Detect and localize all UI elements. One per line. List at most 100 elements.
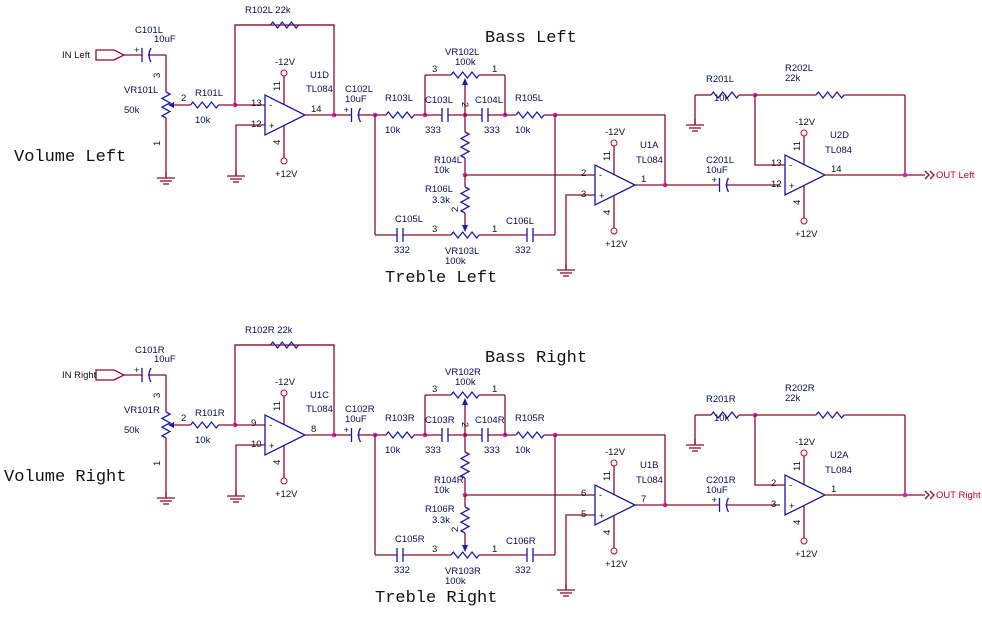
pin-number: 3 bbox=[432, 544, 437, 555]
junction-dot bbox=[902, 172, 908, 178]
minus-sign: - bbox=[269, 100, 272, 111]
pin-number: 4 bbox=[792, 200, 803, 205]
opamp-icon bbox=[784, 473, 827, 517]
c201-val: 10uF bbox=[706, 485, 728, 496]
plus-sign: + bbox=[269, 441, 275, 452]
pin-number: 3 bbox=[581, 189, 586, 200]
rail-terminal bbox=[280, 157, 288, 165]
pin-number: 12 bbox=[251, 119, 262, 130]
rail-neg-label: -12V bbox=[605, 127, 626, 138]
capacitor-icon bbox=[357, 427, 362, 443]
r102-ref: R102R 22k bbox=[245, 325, 293, 336]
capacitor-icon bbox=[725, 497, 730, 513]
rail-pos-label: +12V bbox=[605, 559, 628, 570]
plus-sign: + bbox=[712, 495, 718, 506]
resistor-icon bbox=[710, 410, 740, 420]
r201-ref: R201L bbox=[706, 74, 734, 85]
c201-val: 10uF bbox=[706, 165, 728, 176]
resistor-icon bbox=[515, 430, 545, 440]
vr103-val: 100k bbox=[445, 576, 466, 587]
c104-ref: C104R bbox=[475, 415, 505, 426]
vr103-val: 100k bbox=[445, 256, 466, 267]
r103-val: 10k bbox=[385, 445, 401, 456]
plus-sign: + bbox=[134, 365, 140, 376]
rail-terminal bbox=[800, 217, 808, 225]
u2-ref: U2A bbox=[830, 450, 849, 461]
r106-val: 3.3k bbox=[432, 195, 450, 206]
rail-terminal bbox=[610, 547, 618, 555]
rail-pos-label: +12V bbox=[795, 229, 818, 240]
vr101-ref: VR101L bbox=[124, 85, 158, 96]
minus-sign: - bbox=[789, 160, 792, 171]
rail-terminal bbox=[800, 449, 808, 457]
pin-number: 14 bbox=[311, 104, 322, 115]
input-connector-icon bbox=[95, 369, 126, 381]
junction-dot bbox=[902, 492, 908, 498]
rail-neg-label: -12V bbox=[605, 447, 626, 458]
input-connector-icon bbox=[95, 49, 126, 61]
r104-ref: R104R bbox=[434, 475, 464, 486]
c102-ref: C102L bbox=[345, 84, 373, 95]
resistor-icon bbox=[459, 506, 471, 534]
pin-number: 1 bbox=[492, 544, 497, 555]
c106-val: 332 bbox=[515, 245, 531, 256]
rail-terminal bbox=[610, 227, 618, 235]
rail-terminal bbox=[610, 459, 618, 467]
resistor-icon bbox=[459, 451, 471, 479]
resistor-icon bbox=[189, 420, 220, 430]
c105-ref: C105L bbox=[395, 214, 423, 225]
wire bbox=[754, 415, 785, 486]
wire bbox=[555, 434, 666, 504]
pin-number: 8 bbox=[311, 424, 316, 435]
c103-val: 333 bbox=[425, 445, 441, 456]
vr101-val: 50k bbox=[124, 105, 140, 116]
resistor-icon bbox=[815, 90, 845, 100]
r104-val: 10k bbox=[434, 165, 450, 176]
wiper-arrow-icon bbox=[462, 545, 468, 552]
resistor-icon bbox=[450, 390, 480, 400]
minus-sign: - bbox=[599, 170, 602, 181]
resistor-icon bbox=[515, 110, 545, 120]
plus-sign: + bbox=[789, 501, 795, 512]
r201-ref: R201R bbox=[706, 394, 736, 405]
pin-number: 1 bbox=[492, 224, 497, 235]
rail-terminal bbox=[610, 139, 618, 147]
pin-number: 2 bbox=[450, 207, 461, 212]
pin-number: 10 bbox=[251, 439, 262, 450]
r104-ref: R104L bbox=[434, 155, 462, 166]
resistor-icon bbox=[815, 410, 845, 420]
pin-number: 14 bbox=[831, 164, 842, 175]
r202-val: 22k bbox=[785, 393, 801, 404]
input-label: IN Right bbox=[62, 370, 97, 381]
wire bbox=[565, 194, 595, 270]
c105-val: 332 bbox=[394, 565, 410, 576]
c102-val: 10uF bbox=[345, 94, 367, 105]
minus-sign: - bbox=[269, 420, 272, 431]
r104-val: 10k bbox=[434, 485, 450, 496]
r105-ref: R105R bbox=[515, 413, 545, 424]
r101-val: 10k bbox=[195, 435, 211, 446]
resistor-icon bbox=[385, 110, 415, 120]
plus-sign: + bbox=[712, 175, 718, 186]
c201-ref: C201L bbox=[706, 155, 734, 166]
pin-number: 11 bbox=[792, 461, 803, 471]
vr102-val: 100k bbox=[455, 57, 476, 68]
opamp-icon bbox=[784, 153, 827, 197]
pin-number: 2 bbox=[450, 527, 461, 532]
r103-ref: R103L bbox=[385, 93, 413, 104]
opamp-icon bbox=[594, 483, 637, 527]
rail-neg-label: -12V bbox=[795, 117, 816, 128]
r103-val: 10k bbox=[385, 125, 401, 136]
r101-ref: R101L bbox=[195, 88, 223, 99]
rail-pos-label: +12V bbox=[275, 169, 298, 180]
vr103-ref: VR103L bbox=[445, 246, 479, 257]
capacitor-icon bbox=[148, 367, 152, 383]
rail-terminal bbox=[280, 389, 288, 397]
section-title-bass: Bass Left bbox=[485, 29, 577, 48]
resistor-icon bbox=[269, 340, 300, 350]
pin-number: 11 bbox=[602, 471, 613, 481]
r105-val: 10k bbox=[515, 125, 531, 136]
resistor-icon bbox=[459, 186, 471, 214]
